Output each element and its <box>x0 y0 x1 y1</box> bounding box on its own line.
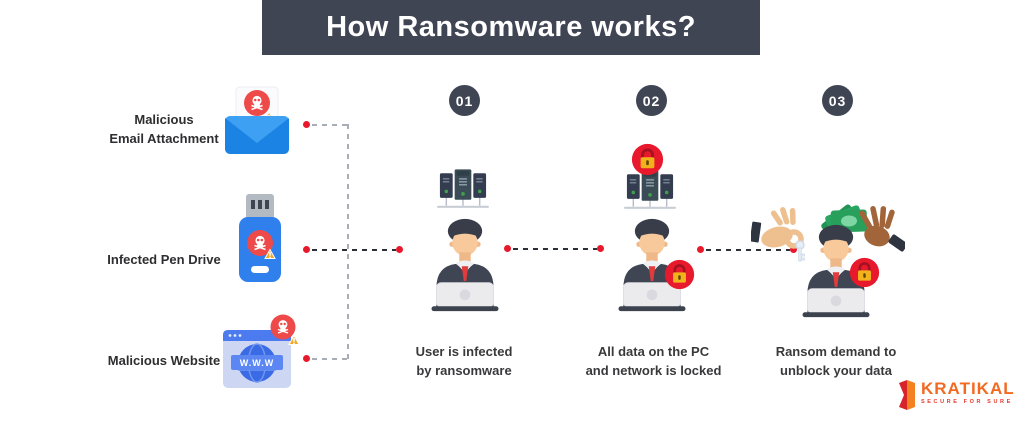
malicious-website-icon: W.W.W <box>223 314 300 388</box>
step-caption-02: All data on the PC and network is locked <box>585 344 722 378</box>
connector-dot <box>396 246 403 253</box>
connector-line <box>312 358 348 360</box>
malicious-email-icon <box>225 86 289 154</box>
lock-badge-icon <box>631 143 664 176</box>
connector-dot <box>597 245 604 252</box>
connector-dot <box>504 245 511 252</box>
step-badge-03: 03 <box>822 85 853 116</box>
server-rack-icon <box>436 169 490 208</box>
www-label: W.W.W <box>240 358 275 368</box>
user-at-laptop-icon <box>431 218 499 312</box>
connector-dot <box>303 355 310 362</box>
connector-dot <box>303 121 310 128</box>
connector-dot <box>790 246 797 253</box>
connector-line <box>312 249 396 251</box>
step-caption-03: Ransom demand to unblock your data <box>775 344 897 378</box>
step-badge-01: 01 <box>449 85 480 116</box>
source-label-website: Malicious Website <box>107 353 221 368</box>
key-icon <box>795 240 805 262</box>
brand-tagline: SECURE FOR SURE <box>921 399 1013 405</box>
hand-with-key-icon <box>751 207 805 262</box>
skull-badge-icon <box>244 90 270 116</box>
warning-triangle-icon <box>264 248 276 259</box>
kratikal-logo: KRATIKAL SECURE FOR SURE <box>898 380 1015 410</box>
lock-badge-icon <box>664 259 695 290</box>
connector-dot <box>303 246 310 253</box>
connector-line <box>312 124 348 126</box>
user-at-laptop-icon <box>802 224 870 318</box>
kratikal-logo-icon <box>899 380 915 410</box>
brand-name: KRATIKAL <box>921 379 1015 398</box>
step-caption-01: User is infected by ransomware <box>415 344 513 378</box>
page-title: How Ransomware works? <box>326 11 696 43</box>
connector-line-vertical <box>347 124 349 360</box>
connector-line <box>513 248 597 250</box>
skull-badge-icon <box>247 230 273 256</box>
step-badge-02: 02 <box>636 85 667 116</box>
infected-pen-drive-icon <box>239 194 281 282</box>
skull-badge-icon <box>270 314 296 340</box>
warning-triangle-icon <box>288 334 300 345</box>
source-label-email: Malicious Email Attachment <box>109 112 219 146</box>
lock-badge-icon <box>849 257 880 288</box>
source-label-pen-drive: Infected Pen Drive <box>107 252 221 267</box>
server-rack-icon <box>623 170 677 209</box>
connector-dot <box>697 246 704 253</box>
connector-line <box>706 249 790 251</box>
header-banner: How Ransomware works? <box>262 0 760 55</box>
